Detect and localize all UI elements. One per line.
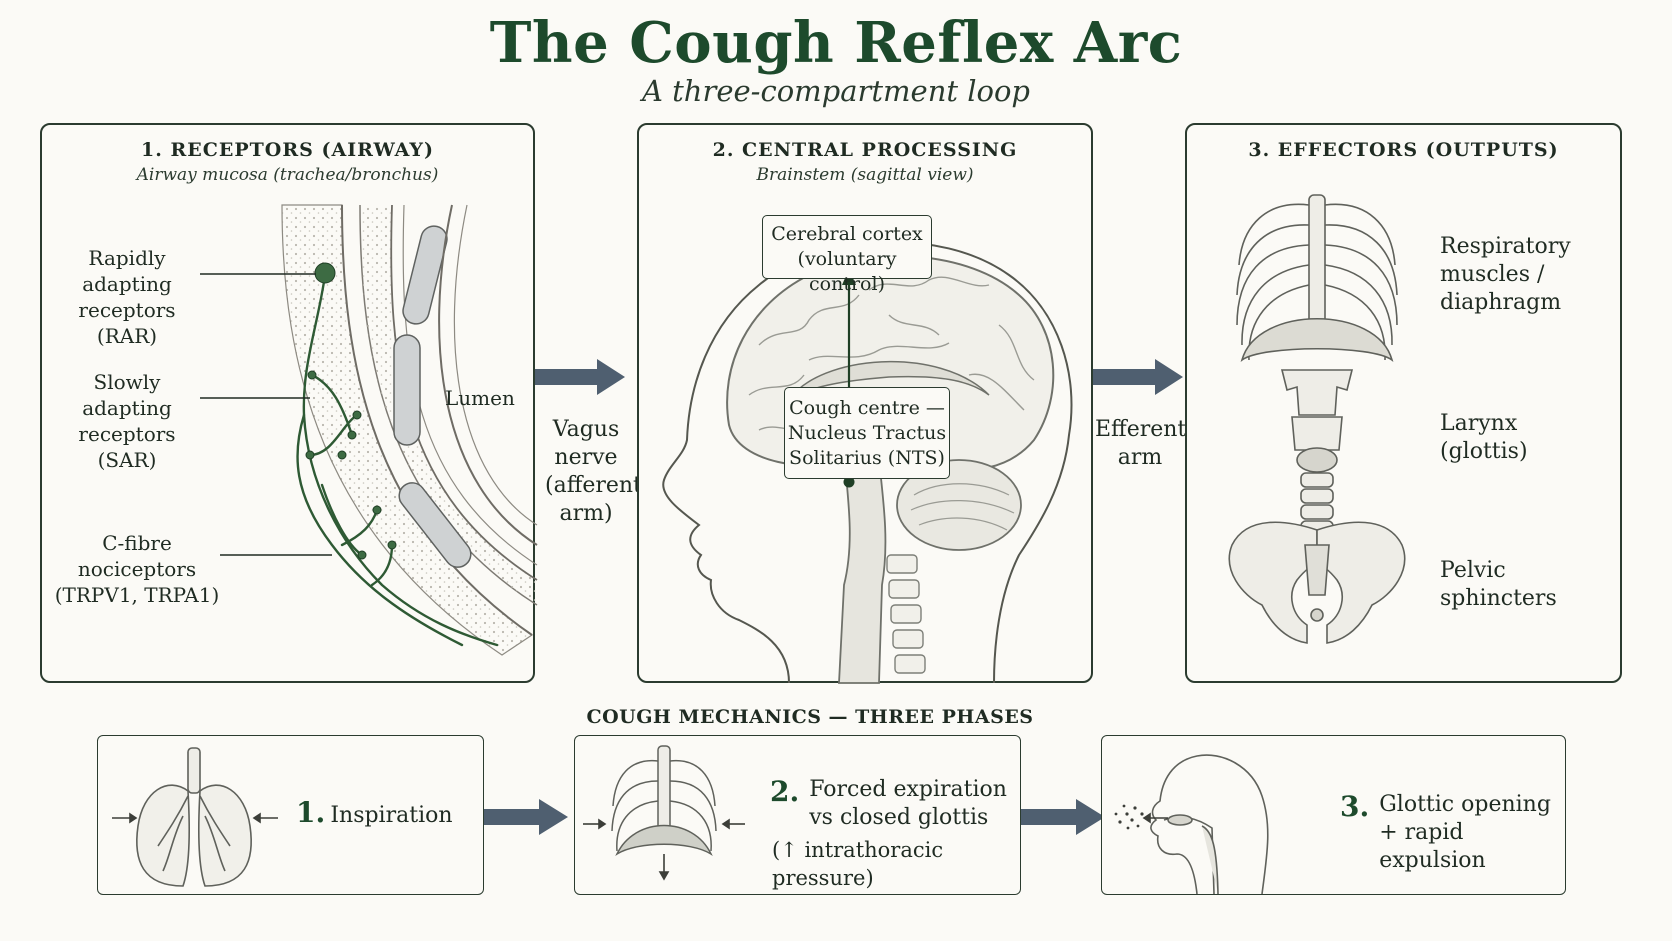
cartilage-ring — [400, 223, 449, 326]
effector-pelvic-label: Pelvic sphincters — [1440, 557, 1560, 613]
afferent-arrow — [535, 357, 635, 397]
phase-2-note: (↑ intrathoracic pressure) — [770, 836, 1015, 892]
phase-arrow-1 — [484, 797, 584, 837]
phase-2-number: 2. — [770, 776, 799, 808]
chest-pressure-icon — [575, 736, 755, 896]
effector-respiratory-label: Respiratory muscles / diaphragm — [1440, 233, 1580, 317]
mechanics-title: COUGH MECHANICS — THREE PHASES — [0, 706, 1620, 728]
phase-3-card: 3. Glottic opening + rapid expulsion — [1101, 735, 1566, 895]
phase-2-label: 2. Forced expiration vs closed glottis (… — [770, 776, 1015, 892]
effectors-panel: 3. EFFECTORS (OUTPUTS) — [1185, 123, 1622, 683]
efferent-arm-label: Efferent arm — [1095, 416, 1185, 472]
brainstem — [839, 455, 885, 683]
diagram-subtitle: A three-compartment loop — [0, 74, 1672, 108]
cough-centre-box: Cough centre — Nucleus Tractus Solitariu… — [784, 387, 950, 479]
lumen-label: Lumen — [445, 385, 515, 411]
rar-label: Rapidly adapting receptors (RAR) — [52, 245, 202, 349]
cfibre-label: C-fibre nociceptors (TRPV1, TRPA1) — [52, 530, 222, 608]
diagram-title: The Cough Reflex Arc — [0, 10, 1672, 76]
phase-1-number: 1. — [296, 796, 325, 829]
head-expulsion-icon — [1102, 736, 1292, 896]
lungs-icon — [98, 736, 298, 896]
phase-1-text: Inspiration — [330, 803, 452, 828]
phase-1-card: 1. Inspiration — [97, 735, 484, 895]
receptors-panel: 1. RECEPTORS (AIRWAY) Airway mucosa (tra… — [40, 123, 535, 683]
phase-3-text: Glottic opening + rapid expulsion — [1379, 791, 1554, 875]
phase-3-number: 3. — [1340, 791, 1369, 823]
central-panel: 2. CENTRAL PROCESSING Brainstem (sagitta… — [637, 123, 1093, 683]
phase-2-text: Forced expiration vs closed glottis — [809, 776, 1009, 832]
cartilage-ring — [394, 335, 420, 445]
effector-larynx-label: Larynx (glottis) — [1440, 410, 1540, 466]
sar-label: Slowly adapting receptors (SAR) — [52, 369, 202, 473]
efferent-arrow — [1093, 357, 1193, 397]
phase-1-label: 1. Inspiration — [296, 796, 476, 830]
cerebral-cortex-box: Cerebral cortex (voluntary control) — [762, 215, 932, 279]
ribcage-icon — [1237, 195, 1397, 360]
diaphragm — [1242, 319, 1392, 360]
phase-3-label: 3. Glottic opening + rapid expulsion — [1340, 791, 1555, 875]
pelvis-icon — [1229, 522, 1404, 643]
phase-2-card: 2. Forced expiration vs closed glottis (… — [574, 735, 1021, 895]
vagus-nerve-label: Vagus nerve (afferent arm) — [545, 416, 627, 528]
larynx-icon — [1282, 370, 1352, 535]
